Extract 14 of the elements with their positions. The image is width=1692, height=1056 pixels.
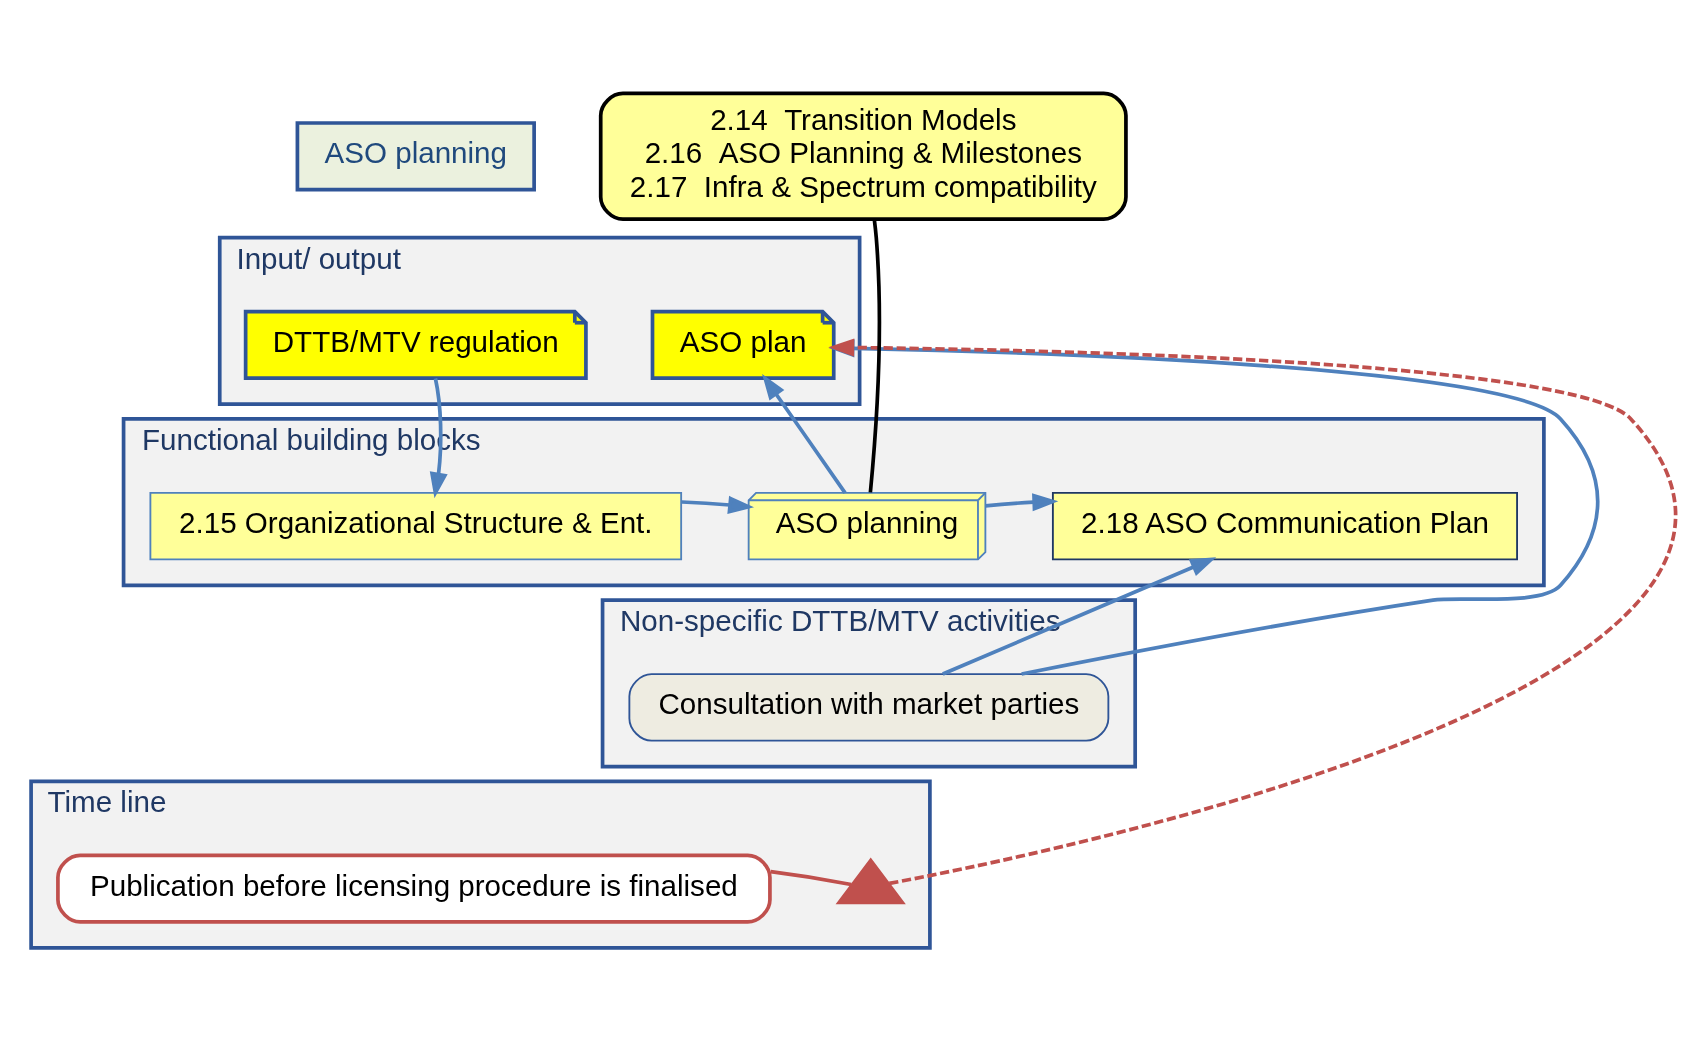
arrow bbox=[942, 557, 1217, 676]
node-box: Publication before licensing procedure is finalised bbox=[56, 853, 772, 924]
arrow bbox=[762, 373, 847, 494]
arrow bbox=[681, 495, 754, 514]
node-triangle bbox=[835, 857, 906, 905]
node-box: ASO planning bbox=[295, 121, 536, 192]
connector bbox=[770, 869, 852, 887]
arrow bbox=[429, 378, 448, 499]
node-box: 2.18 ASO Communication Plan bbox=[1051, 491, 1518, 561]
node-box: 2.14 Transition Models 2.16 ASO Planning & Milestones 2.17 Infra & Spectrum compatibility bbox=[598, 91, 1128, 221]
node-box: Consultation with market parties bbox=[628, 673, 1110, 742]
node-box: 2.15 Organizational Structure & Ent. bbox=[149, 491, 683, 561]
connector bbox=[868, 219, 882, 493]
arrow bbox=[985, 493, 1059, 512]
